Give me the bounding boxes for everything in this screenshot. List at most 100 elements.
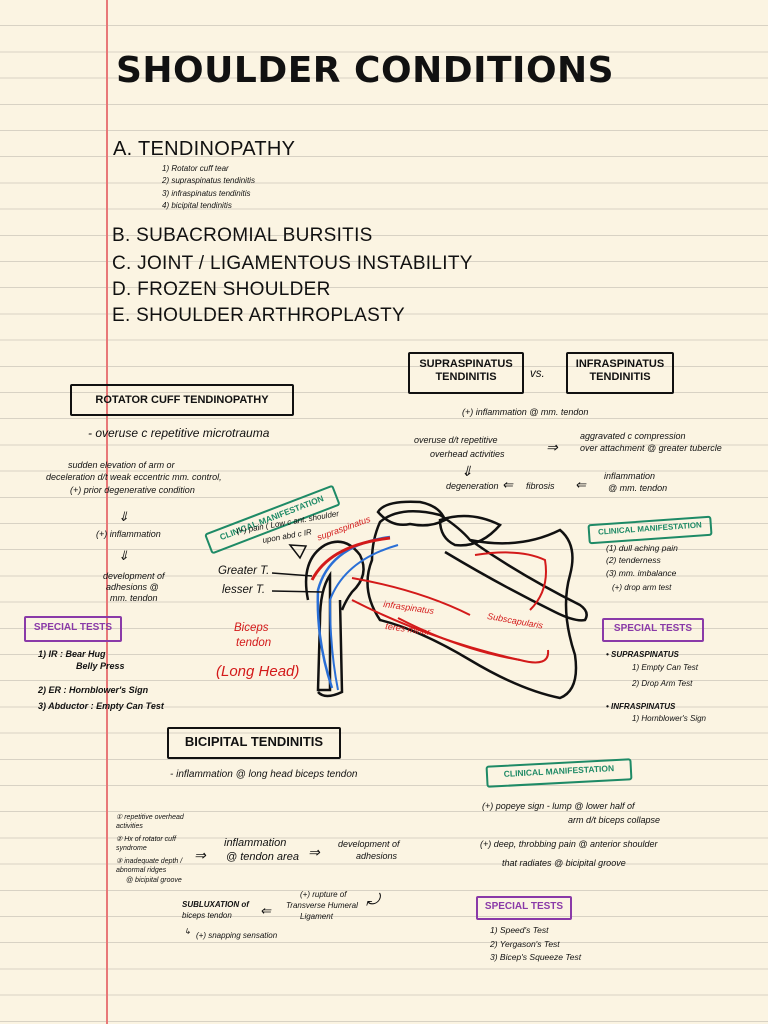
supraspinatus-label: SUPRASPINATUS TENDINITIS [419,358,513,383]
special-left-abd: 3) Abductor : Empty Can Test [38,701,164,711]
supraspinatus-muscle [310,536,391,581]
rotator-dev-3: mm. tendon [110,593,158,603]
outline-a-subitem: 1) Rotator cuff tear [162,164,229,173]
bicipital-sub-2: biceps tendon [182,911,232,920]
arrow-left: ⇐ [575,477,586,492]
arrow-right: ⇒ [308,844,320,860]
bicipital-special-label: SPECIAL TESTS [484,901,564,912]
supraspinatus-box: SUPRASPINATUS TENDINITIS [408,352,524,394]
bicipital-cause: @ bicipital groove [126,876,182,884]
bicipital-rupture-3: Ligament [300,912,333,921]
bicipital-dev-2: adhesions [356,851,398,861]
biceps-tendon-line-2 [328,544,399,691]
arrow-down: ⇓ [118,509,129,524]
bicipital-rupture-2: Transverse Humeral [286,901,358,910]
bicipital-causes: ① repetitive overhead activities ② Hx of… [116,813,200,885]
compare-line1: (+) inflammation @ mm. tendon [462,407,589,417]
compare-degeneration: degeneration [446,481,499,491]
hook-arrow: ↳ [184,927,191,936]
bicipital-special-list: 1) Speed's Test 2) Yergason's Test 3) Bi… [490,924,581,965]
outline-a-subitems: 1) Rotator cuff tear 2) supraspinatus te… [162,163,255,213]
bicipital-title: BICIPITAL TENDINITIS [184,734,324,749]
bicipital-special-badge: SPECIAL TESTS [476,896,572,920]
lesser-tubercle-label: lesser T. [222,584,266,596]
page-title: SHOULDER CONDITIONS [116,50,615,91]
rotator-dev-1: development of [103,571,165,581]
special-right-supra: • SUPRASPINATUS [606,650,679,659]
bicipital-popeye-2: arm d/t biceps collapse [568,815,661,825]
bicipital-box: BICIPITAL TENDINITIS [167,727,341,759]
infraspinatus-box: INFRASPINATUS TENDINITIS [566,352,674,394]
bicipital-deep-2: that radiates @ bicipital groove [502,858,626,868]
arrow-left: ⇐ [260,903,271,918]
scapula [366,510,578,700]
bicipital-popeye-1: (+) popeye sign - lump @ lower half of [482,801,635,811]
bicipital-deep-1: (+) deep, throbbing pain @ anterior shou… [480,839,658,849]
humerus-shaft [316,570,332,692]
outline-a: A. TENDINOPATHY [113,138,296,160]
subscapularis-muscle [474,551,547,611]
bicipital-special-item: 1) Speed's Test [490,925,549,935]
special-left-ir2: Belly Press [76,661,125,671]
humerus-shaft-right [317,599,344,698]
outline-b: B. SUBACROMIAL BURSITIS [112,225,373,246]
bicipital-definition: - inflammation @ long head biceps tendon [170,769,358,780]
compare-aggravated: aggravated c compression [580,431,686,441]
biceps-label-1: Biceps [234,622,269,634]
bicipital-cause: ② Hx of rotator cuff syndrome [116,836,176,853]
scapular-spine [444,538,588,622]
bicipital-inflam-2: @ tendon area [226,851,299,863]
outline-e: E. SHOULDER ARTHROPLASTY [112,305,405,326]
arrow-down: ⇓ [118,548,129,563]
bicipital-special-item: 2) Yergason's Test [490,938,560,949]
outline-c: C. JOINT / LIGAMENTOUS INSTABILITY [112,253,473,274]
pain-arrow [288,544,308,560]
special-tests-right-badge: SPECIAL TESTS [602,618,704,642]
right-clinical-item: (2) tenderness [606,555,661,566]
rotator-trigger-2: deceleration d/t weak eccentric mm. cont… [46,472,222,482]
rotator-trigger-3: (+) prior degenerative condition [70,485,195,495]
bicipital-cause: ① repetitive overhead activities [116,814,184,831]
rotator-cuff-box: ROTATOR CUFF TENDINOPATHY [70,384,294,416]
compare-inflam2: @ mm. tendon [608,483,668,493]
compare-overhead: overhead activities [430,449,505,459]
right-clinical-drop: (+) drop arm test [612,583,672,592]
arrow-right: ⇒ [194,847,206,863]
special-left-er: 2) ER : Hornblower's Sign [38,685,149,695]
special-right-infra1: 1) Hornblower's Sign [632,714,707,723]
right-clinical-item: (3) mm. imbalance [606,567,677,578]
rotator-trigger-1: sudden elevation of arm or [68,460,175,470]
greater-tubercle-pointer [271,572,313,577]
rotator-dev-2: adhesions @ [106,582,159,592]
arrow-right: ⇒ [546,439,558,455]
bicipital-dev-1: development of [338,839,400,849]
arrow-left: ⇐ [502,477,513,492]
bicipital-rupture-1: (+) rupture of [300,890,347,899]
bicipital-inflam-1: inflammation [224,837,287,849]
infraspinatus-label: INFRASPINATUS TENDINITIS [575,358,665,383]
special-right-supra2: 2) Drop Arm Test [632,679,693,688]
compare-fibrosis: fibrosis [526,481,555,491]
special-tests-left-label: SPECIAL TESTS [33,622,113,633]
special-left-ir: 1) IR : Bear Hug [38,649,106,659]
compare-overuse: overuse d/t repetitive [414,435,498,445]
curved-arrow: ⤾ [366,892,380,909]
outline-a-subitem: 2) supraspinatus tendinitis [162,176,255,186]
compare-attachment: over attachment @ greater tubercle [580,443,722,453]
outline-a-subitem: 4) bicipital tendinitis [162,201,232,211]
rotator-cuff-title: ROTATOR CUFF TENDINOPATHY [95,394,269,406]
compare-inflam1: inflammation [604,471,656,481]
infraspinatus-muscle [351,577,471,616]
right-clinical-list: (1) dull aching pain (2) tenderness (3) … [606,542,678,579]
vs-label: vs. [530,368,545,380]
right-clinical-item: (1) dull aching pain [606,543,678,553]
special-tests-left-badge: SPECIAL TESTS [24,616,122,642]
humeral-head [304,540,365,611]
bicipital-special-item: 3) Bicep's Squeeze Test [490,952,582,963]
bicipital-snap: (+) snapping sensation [196,931,278,940]
teres-minor-lower [397,617,521,661]
rotator-cause: - overuse c repetitive microtrauma [88,426,270,440]
greater-tubercle-label: Greater T. [218,565,270,577]
acromion [376,500,447,527]
